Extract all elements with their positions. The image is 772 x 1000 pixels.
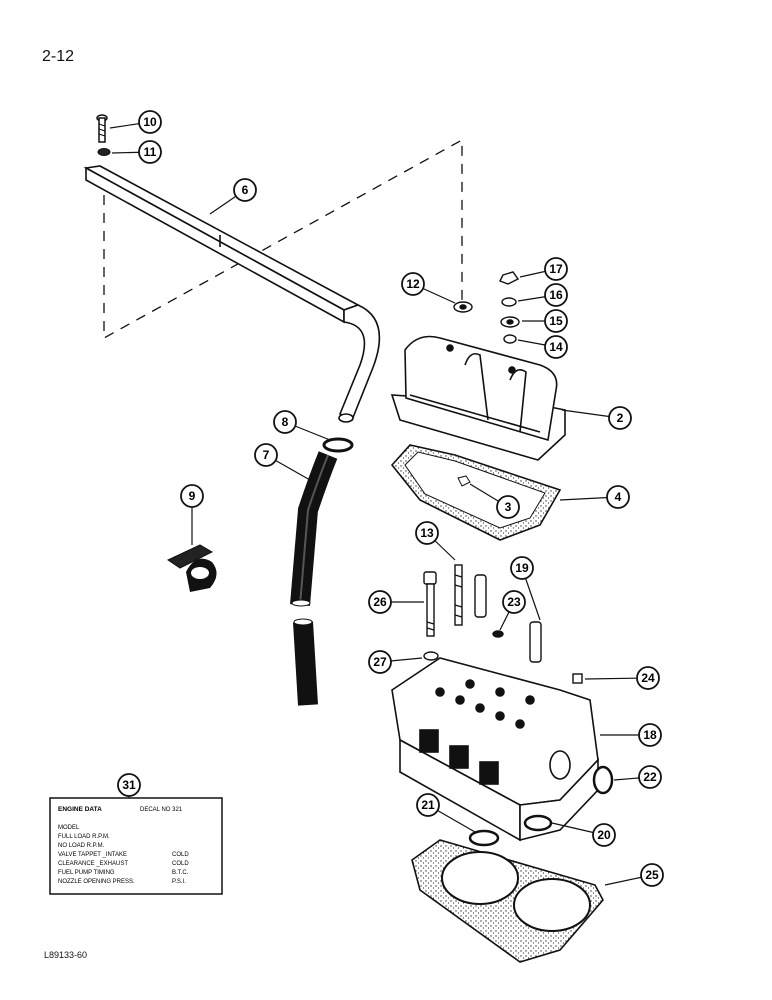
callout-circle bbox=[254, 443, 278, 467]
callout-group: 10 11 6 12 17 16 15 14 2 8 7 3 4 9 13 19 26 23 27 24 18 22 21 2… bbox=[109, 110, 664, 887]
cover-hardware-parts bbox=[453, 271, 520, 344]
head-studs-bolts-parts bbox=[423, 564, 583, 684]
decal-row-value: COLD bbox=[172, 852, 189, 858]
callout-number: 25 bbox=[645, 868, 659, 882]
callout-number: 23 bbox=[507, 595, 521, 609]
callout-circle bbox=[592, 823, 616, 847]
decal-title: ENGINE DATA bbox=[58, 806, 102, 813]
callout-number: 19 bbox=[515, 561, 529, 575]
callout-circle bbox=[368, 650, 392, 674]
callout-number: 8 bbox=[282, 415, 289, 429]
hose-part bbox=[290, 451, 338, 706]
callout-number: 10 bbox=[143, 115, 157, 129]
callout-circle bbox=[640, 863, 664, 887]
callout-circle bbox=[544, 335, 568, 359]
page-number: 2-12 bbox=[42, 48, 75, 65]
seal-rings-parts bbox=[468, 765, 614, 847]
callout-number: 27 bbox=[373, 655, 387, 669]
callout-circle bbox=[273, 410, 297, 434]
callout-circle bbox=[117, 773, 141, 797]
callout-circle bbox=[416, 793, 440, 817]
callout-number: 17 bbox=[549, 262, 563, 276]
callout-number: 22 bbox=[643, 770, 657, 784]
washer-part bbox=[97, 148, 111, 156]
callout-circle bbox=[180, 484, 204, 508]
valve-cover-part bbox=[390, 335, 566, 461]
decal-row-label: NO LOAD R.P.M. bbox=[58, 843, 105, 849]
callout-number: 24 bbox=[641, 671, 655, 685]
callout-number: 12 bbox=[406, 277, 420, 291]
engine-data-decal: ENGINE DATA DECAL NO 321 MODEL FULL LOAD … bbox=[49, 797, 223, 895]
callout-number: 18 bbox=[643, 728, 657, 742]
callout-number: 7 bbox=[263, 448, 270, 462]
callout-number: 31 bbox=[122, 778, 136, 792]
callout-circle bbox=[606, 485, 630, 509]
callout-circle bbox=[544, 257, 568, 281]
callout-number: 26 bbox=[373, 595, 387, 609]
callout-circle bbox=[638, 723, 662, 747]
breather-tube-part bbox=[83, 165, 381, 423]
callout-circle bbox=[368, 590, 392, 614]
decal-row-label: FUEL PUMP TIMING bbox=[58, 870, 115, 876]
callout-circle bbox=[401, 272, 425, 296]
callout-circle bbox=[638, 765, 662, 789]
decal-row-label: NOZZLE OPENING PRESS. bbox=[58, 879, 135, 885]
decal-row-label: CLEARANCE _EXHAUST bbox=[58, 861, 128, 867]
callout-circle bbox=[415, 521, 439, 545]
callout-circle bbox=[502, 590, 526, 614]
decal-row-label: FULL LOAD R.P.M. bbox=[58, 834, 110, 840]
bolt-part bbox=[96, 114, 108, 143]
decal-row-label: VALVE TAPPET _INTAKE bbox=[58, 852, 127, 858]
callout-circle bbox=[496, 495, 520, 519]
clip-part bbox=[166, 544, 217, 592]
head-gasket-part bbox=[411, 839, 604, 963]
callout-number: 6 bbox=[242, 183, 249, 197]
hose-clamp-part bbox=[322, 437, 354, 453]
decal-row-value: B.T.C. bbox=[172, 870, 189, 876]
decal-number: DECAL NO 321 bbox=[140, 807, 183, 813]
callout-number: 15 bbox=[549, 314, 563, 328]
plug-part bbox=[457, 475, 471, 487]
callout-circle bbox=[138, 140, 162, 164]
callout-number: 3 bbox=[505, 500, 512, 514]
callout-circle bbox=[544, 309, 568, 333]
callout-circle bbox=[608, 406, 632, 430]
callout-number: 11 bbox=[144, 145, 157, 159]
callout-circle bbox=[510, 556, 534, 580]
decal-row-label: MODEL bbox=[58, 825, 80, 831]
callout-circle bbox=[233, 178, 257, 202]
callout-number: 9 bbox=[189, 489, 196, 503]
callout-number: 4 bbox=[615, 490, 622, 504]
callout-circle bbox=[544, 283, 568, 307]
callout-number: 2 bbox=[617, 411, 624, 425]
callout-circle bbox=[636, 666, 660, 690]
mounting-dashed-line bbox=[103, 138, 463, 340]
callout-circle bbox=[138, 110, 162, 134]
decal-row-value: COLD bbox=[172, 861, 189, 867]
callout-number: 21 bbox=[421, 798, 435, 812]
decal-row-value: P.S.I. bbox=[172, 879, 186, 885]
callout-number: 20 bbox=[597, 828, 611, 842]
callout-number: 14 bbox=[549, 340, 563, 354]
callout-number: 16 bbox=[549, 288, 563, 302]
figure-code: L89133-60 bbox=[44, 950, 88, 960]
callout-number: 13 bbox=[420, 526, 434, 540]
